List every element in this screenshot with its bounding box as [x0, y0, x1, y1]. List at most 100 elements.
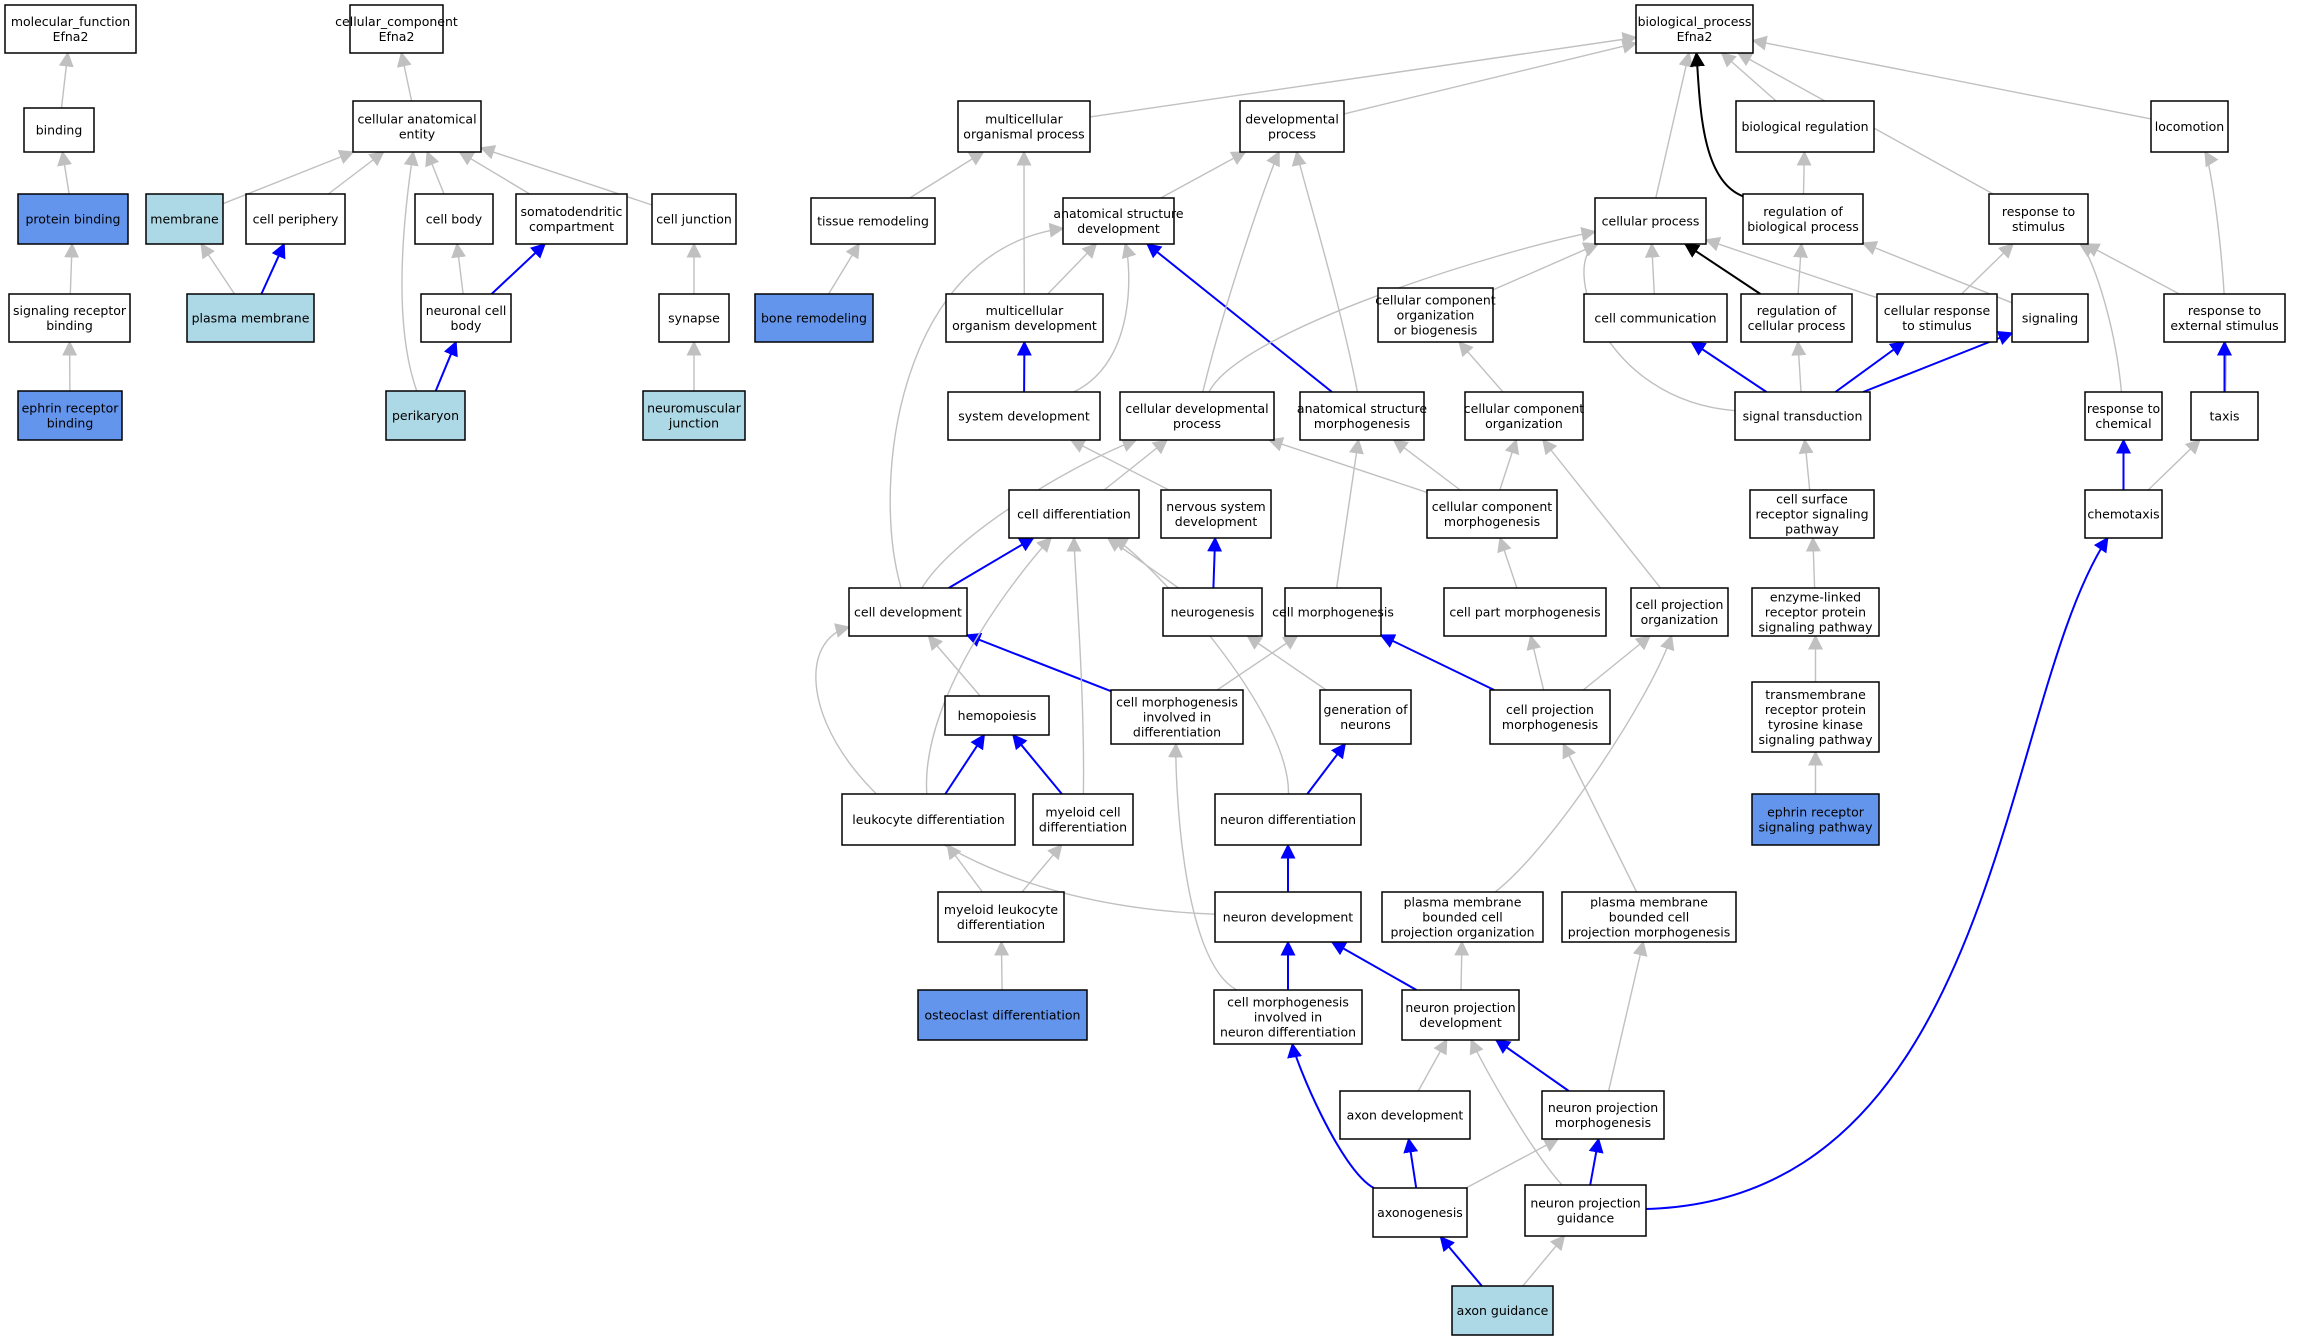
- node-box: [2084, 391, 2163, 441]
- go-node-neurogenesis[interactable]: neurogenesis: [1162, 587, 1263, 637]
- go-node-cpm[interactable]: cell part morphogenesis: [1443, 587, 1607, 637]
- node-label: response to: [2002, 204, 2075, 219]
- go-node-hemopoiesis[interactable]: hemopoiesis: [944, 695, 1050, 736]
- node-label: neuron differentiation: [1220, 1025, 1356, 1040]
- node-label: or biogenesis: [1394, 323, 1478, 338]
- go-node-celldiff[interactable]: cell differentiation: [1008, 489, 1140, 539]
- node-label: protein binding: [25, 212, 120, 227]
- go-node-celldev[interactable]: cell development: [848, 587, 968, 637]
- go-node-cell_body[interactable]: cell body: [414, 193, 494, 245]
- go-node-neurdev[interactable]: neuron development: [1214, 891, 1362, 943]
- go-node-axondev[interactable]: axon development: [1339, 1090, 1471, 1140]
- node-label: differentiation: [1133, 725, 1221, 740]
- node-label: bounded cell: [1422, 910, 1502, 925]
- go-node-signaling[interactable]: signaling: [2011, 293, 2089, 343]
- go-node-protein_binding[interactable]: protein binding: [17, 193, 129, 245]
- go-node-locomotion[interactable]: locomotion: [2150, 100, 2229, 153]
- go-node-bioreg[interactable]: biological regulation: [1735, 100, 1875, 153]
- node-label: stimulus: [2012, 219, 2065, 234]
- go-node-plasma_membrane[interactable]: plasma membrane: [186, 293, 315, 343]
- node-label: cell development: [854, 605, 962, 620]
- node-label: osteoclast differentiation: [925, 1008, 1081, 1023]
- edge-myeldiff-to-celldiff: [1066, 536, 1085, 795]
- go-node-tissue_rem[interactable]: tissue remodeling: [810, 197, 936, 245]
- node-label: plasma membrane: [192, 311, 310, 326]
- go-node-binding[interactable]: binding: [23, 107, 95, 153]
- go-node-axonguid[interactable]: axon guidance: [1451, 1285, 1554, 1336]
- node-box: [4, 4, 137, 54]
- go-node-bone_rem[interactable]: bone remodeling: [754, 293, 874, 343]
- edge-npg-to-npd: [1469, 1038, 1563, 1186]
- edge-sigtrans-to-signaling: [1862, 331, 2014, 393]
- edge-cae-to-cc: [396, 51, 413, 102]
- go-node-perikaryon[interactable]: perikaryon: [385, 390, 466, 441]
- go-node-sigtrans[interactable]: signal transduction: [1734, 391, 1871, 441]
- go-node-taxis[interactable]: taxis: [2190, 391, 2259, 441]
- node-label: guidance: [1557, 1211, 1615, 1226]
- go-node-cell_junction[interactable]: cell junction: [651, 193, 737, 245]
- go-node-leukdiff[interactable]: leukocyte differentiation: [841, 793, 1016, 846]
- go-node-sysdev[interactable]: system development: [947, 391, 1101, 441]
- go-node-membrane[interactable]: membrane: [145, 193, 224, 245]
- node-box: [1451, 1285, 1554, 1336]
- go-node-chemotaxis[interactable]: chemotaxis: [2084, 489, 2163, 539]
- node-box: [810, 197, 936, 245]
- node-box: [1443, 587, 1607, 637]
- node-label: cell surface: [1776, 492, 1848, 507]
- go-node-cellcomm[interactable]: cell communication: [1583, 293, 1728, 343]
- edge-npm-to-npd: [1494, 1039, 1570, 1092]
- go-node-cellp[interactable]: cellular process: [1594, 197, 1707, 245]
- node-box: [1284, 587, 1382, 637]
- edge-bioreg-to-bp: [1720, 52, 1777, 102]
- go-node-cell_periphery[interactable]: cell periphery: [245, 193, 346, 245]
- go-node-osteodiff[interactable]: osteoclast differentiation: [917, 989, 1088, 1041]
- go-node-synapse[interactable]: synapse: [658, 293, 730, 343]
- go-node-axonogenesis[interactable]: axonogenesis: [1372, 1187, 1468, 1238]
- node-label: tissue remodeling: [817, 214, 929, 229]
- go-node-neurdiff[interactable]: neuron differentiation: [1214, 793, 1362, 846]
- edge-genneur-to-neurogenesis: [1246, 635, 1327, 691]
- go-node-cellmorph[interactable]: cell morphogenesis: [1272, 587, 1394, 637]
